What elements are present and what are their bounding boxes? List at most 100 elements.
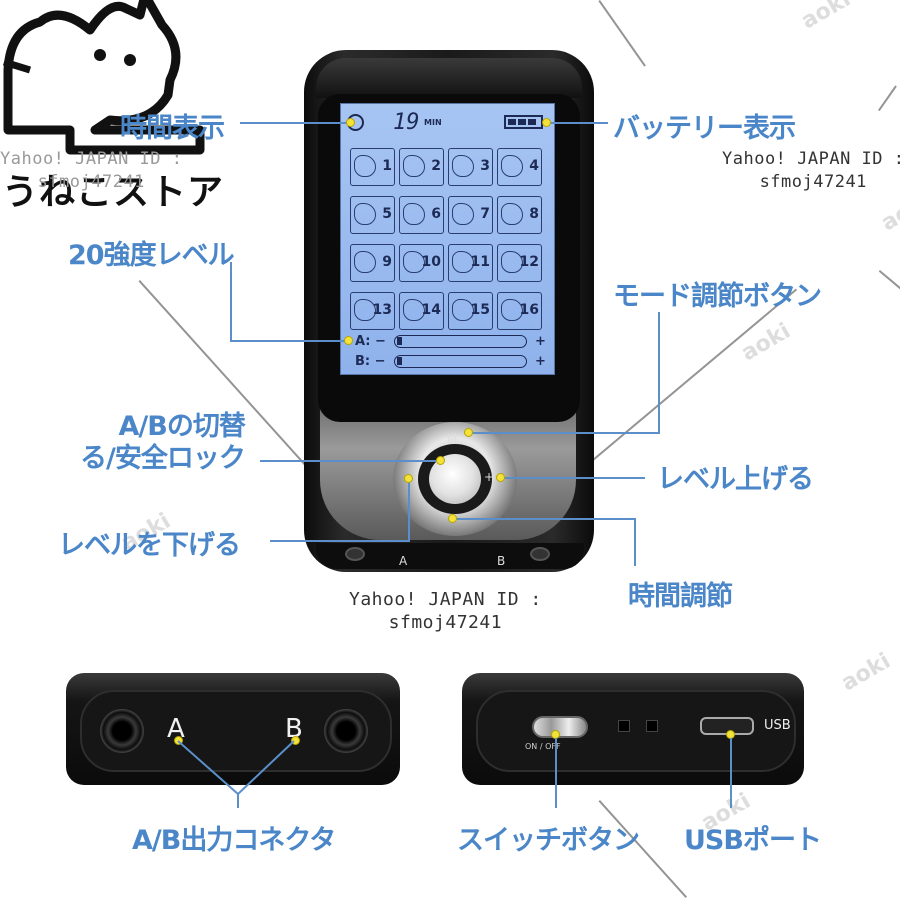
mode-cell: 9	[350, 244, 395, 282]
pointer-dot	[464, 428, 473, 437]
label-usb-port: USBポート	[684, 825, 822, 856]
mode-number: 9	[382, 254, 392, 270]
mode-cell: 16	[497, 292, 542, 330]
pointer-dot	[346, 118, 355, 127]
watermark-line	[878, 85, 897, 112]
watermark-text: aoki	[737, 318, 795, 367]
port-b-label: B	[497, 554, 506, 568]
leader-line	[177, 740, 295, 808]
store-name: うねこストア	[2, 172, 225, 213]
mode-cell: 2	[399, 148, 444, 186]
mode-cell: 8	[497, 196, 542, 234]
watermark-text: aoki	[837, 648, 895, 697]
watermark-line	[878, 270, 900, 291]
body-part-icon	[452, 155, 474, 177]
channel-b-plus: +	[535, 354, 546, 369]
mode-number: 4	[529, 158, 539, 174]
mode-number: 12	[519, 254, 539, 270]
power-switch[interactable]	[532, 716, 588, 738]
id-line2: sfmoj47241	[388, 612, 503, 633]
body-part-icon	[452, 299, 474, 321]
mode-cell: 15	[448, 292, 493, 330]
watermark-text: aoki	[797, 0, 855, 35]
pointer-dot	[436, 456, 445, 465]
level-up-symbol[interactable]: +	[484, 470, 495, 484]
leader-line	[260, 460, 440, 462]
mode-cell: 12	[497, 244, 542, 282]
mode-cell: 11	[448, 244, 493, 282]
mode-number: 3	[480, 158, 490, 174]
mode-cell: 13	[350, 292, 395, 330]
channel-b-level-bar	[394, 355, 527, 368]
mode-number: 15	[470, 302, 490, 318]
body-part-icon	[354, 299, 376, 321]
mode-number: 7	[480, 206, 490, 222]
body-part-icon	[501, 299, 523, 321]
leader-line	[270, 540, 410, 542]
id-line1: Yahoo! JAPAN ID :	[722, 149, 900, 169]
pointer-dot	[291, 736, 300, 745]
leader-line	[555, 738, 557, 808]
leader-line	[240, 122, 348, 124]
body-part-icon	[403, 251, 425, 273]
pointer-dot	[496, 473, 505, 482]
mode-button-symbol[interactable]: M	[447, 432, 458, 446]
yahoo-id-top-left: Yahoo! JAPAN ID : sfmoj47241	[0, 148, 183, 194]
mode-cell: 5	[350, 196, 395, 234]
screen-time-unit: MIN	[424, 118, 442, 127]
port-a-icon	[345, 547, 365, 561]
watermark-text: aoki	[877, 188, 900, 237]
indicator-slot	[618, 720, 630, 732]
body-part-icon	[403, 299, 425, 321]
mode-cell: 14	[399, 292, 444, 330]
mode-number: 11	[470, 254, 490, 270]
label-time-adjust: 時間調節	[628, 581, 733, 612]
port-a-label: A	[399, 554, 408, 568]
mode-number: 16	[519, 302, 539, 318]
store-logo-icon	[2, 0, 205, 155]
body-part-icon	[501, 251, 523, 273]
mode-cell: 3	[448, 148, 493, 186]
label-switch-button: スイッチボタン	[457, 825, 640, 856]
pointer-dot	[542, 118, 551, 127]
body-part-icon	[403, 155, 425, 177]
body-part-icon	[452, 251, 474, 273]
label-level-down: レベルを下げる	[58, 530, 241, 561]
battery-icon	[504, 115, 546, 129]
pointer-dot	[448, 514, 457, 523]
label-mode-button: モード調節ボタン	[613, 281, 822, 312]
indicator-slot	[646, 720, 658, 732]
mode-number: 13	[372, 302, 392, 318]
body-part-icon	[354, 251, 376, 273]
mode-cell: 4	[497, 148, 542, 186]
mode-cell: 1	[350, 148, 395, 186]
channel-a-plus: +	[535, 334, 546, 349]
leader-line	[634, 518, 636, 566]
id-line2: sfmoj47241	[759, 172, 867, 192]
channel-a-label: A: −	[355, 334, 386, 349]
jack-b-icon	[324, 709, 368, 753]
mode-cell: 10	[399, 244, 444, 282]
leader-line	[546, 122, 608, 124]
leader-line	[452, 518, 636, 520]
mode-number: 1	[382, 158, 392, 174]
label-ab-output: A/B出力コネクタ	[132, 825, 336, 856]
pointer-dot	[344, 336, 353, 345]
body-part-icon	[354, 155, 376, 177]
mode-number: 10	[421, 254, 441, 270]
body-part-icon	[452, 203, 474, 225]
mode-number: 2	[431, 158, 441, 174]
label-intensity-levels: 20強度レベル	[68, 240, 235, 271]
mode-cell: 6	[399, 196, 444, 234]
port-b-icon	[530, 547, 550, 561]
channel-a-level-bar	[394, 335, 527, 348]
switch-on-off-label: ON / OFF	[525, 742, 561, 751]
usb-text: USB	[764, 718, 791, 733]
yahoo-id-center: Yahoo! JAPAN ID : sfmoj47241	[349, 588, 542, 634]
yahoo-id-top-right: Yahoo! JAPAN ID : sfmoj47241	[722, 148, 900, 194]
label-ab-switch: A/Bの切替 る/安全ロック	[80, 411, 246, 474]
mode-cell: 7	[448, 196, 493, 234]
leader-line	[408, 478, 410, 542]
leader-line	[730, 738, 732, 808]
channel-b-label: B: −	[355, 354, 386, 369]
